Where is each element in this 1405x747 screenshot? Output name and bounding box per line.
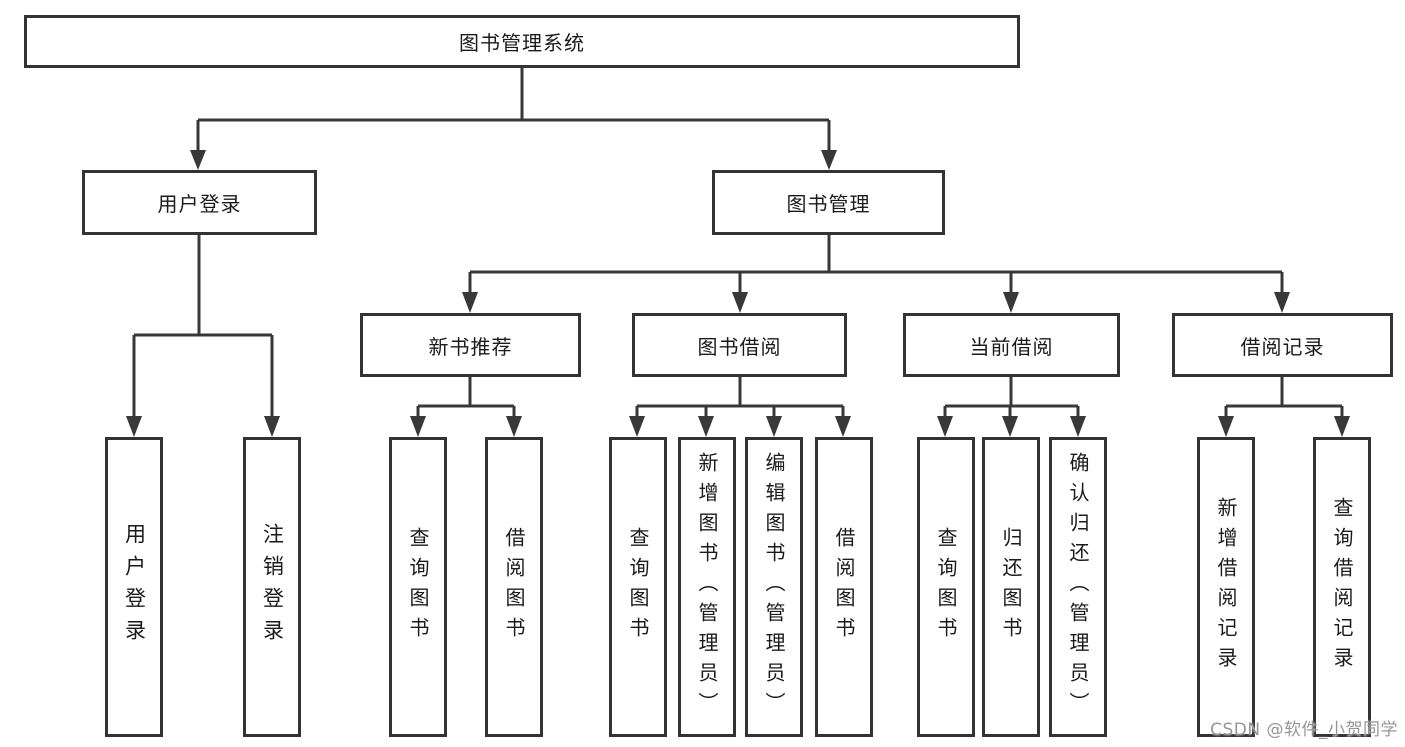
leaf-add-borrow-record: 新增借阅记录: [1197, 437, 1255, 737]
leaf-return-books: 归还图书: [982, 437, 1040, 737]
leaf-add-borrow-record-label: 新增借阅记录: [1214, 497, 1238, 677]
leaf-confirm-return-admin-label: 确认归还（管理员）: [1066, 452, 1090, 722]
leaf-borrow-books-label: 借阅图书: [832, 527, 856, 647]
leaf-recommend-borrow-books: 借阅图书: [485, 437, 543, 737]
node-root: 图书管理系统: [24, 15, 1020, 68]
node-user-login: 用户登录: [82, 170, 317, 235]
leaf-add-book-admin: 新增图书（管理员）: [678, 437, 736, 737]
leaf-user-login-label: 用户登录: [122, 523, 147, 651]
leaf-query-borrow-record: 查询借阅记录: [1313, 437, 1371, 737]
node-root-label: 图书管理系统: [459, 31, 585, 55]
leaf-current-query-books-label: 查询图书: [934, 527, 958, 647]
leaf-logout-label: 注销登录: [260, 523, 285, 651]
leaf-user-login: 用户登录: [105, 437, 163, 737]
node-book-management-label: 图书管理: [786, 192, 871, 216]
leaf-borrow-query-books-label: 查询图书: [626, 527, 650, 647]
csdn-watermark: CSDN @软件_小贺同学: [1210, 720, 1398, 740]
node-current-borrow: 当前借阅: [903, 313, 1120, 377]
node-new-book-recommend-label: 新书推荐: [428, 334, 513, 359]
leaf-add-book-admin-label: 新增图书（管理员）: [695, 452, 719, 722]
node-book-borrow: 图书借阅: [632, 313, 847, 377]
node-current-borrow-label: 当前借阅: [969, 334, 1054, 359]
leaf-borrow-books: 借阅图书: [815, 437, 873, 737]
leaf-recommend-borrow-books-label: 借阅图书: [502, 527, 526, 647]
leaf-return-books-label: 归还图书: [999, 527, 1023, 647]
node-borrow-records: 借阅记录: [1172, 313, 1393, 377]
leaf-borrow-query-books: 查询图书: [609, 437, 667, 737]
leaf-query-borrow-record-label: 查询借阅记录: [1330, 497, 1354, 677]
node-new-book-recommend: 新书推荐: [360, 313, 581, 377]
leaf-recommend-query-books: 查询图书: [389, 437, 447, 737]
node-user-login-label: 用户登录: [157, 192, 242, 216]
leaf-recommend-query-books-label: 查询图书: [406, 527, 430, 647]
leaf-logout: 注销登录: [243, 437, 301, 737]
node-book-borrow-label: 图书借阅: [697, 334, 782, 359]
leaf-edit-book-admin: 编辑图书（管理员）: [745, 437, 803, 737]
leaf-edit-book-admin-label: 编辑图书（管理员）: [762, 452, 786, 722]
node-borrow-records-label: 借阅记录: [1240, 334, 1325, 359]
leaf-confirm-return-admin: 确认归还（管理员）: [1049, 437, 1107, 737]
node-book-management: 图书管理: [712, 170, 945, 235]
leaf-current-query-books: 查询图书: [917, 437, 975, 737]
